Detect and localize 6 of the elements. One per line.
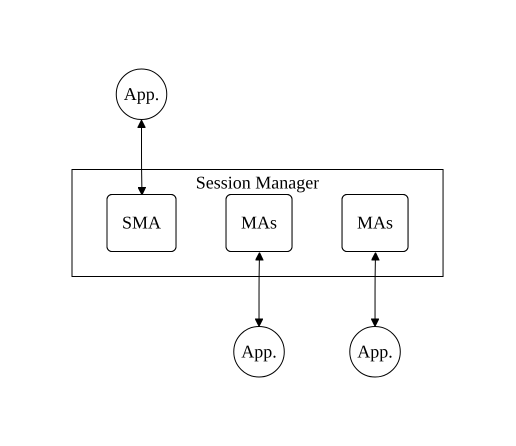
node-circle: App. bbox=[234, 326, 286, 378]
node-circle: App. bbox=[350, 326, 402, 378]
arrow bbox=[138, 120, 147, 196]
arrow bbox=[371, 252, 380, 327]
arrow bbox=[255, 252, 264, 327]
node-circle: App. bbox=[116, 68, 168, 120]
